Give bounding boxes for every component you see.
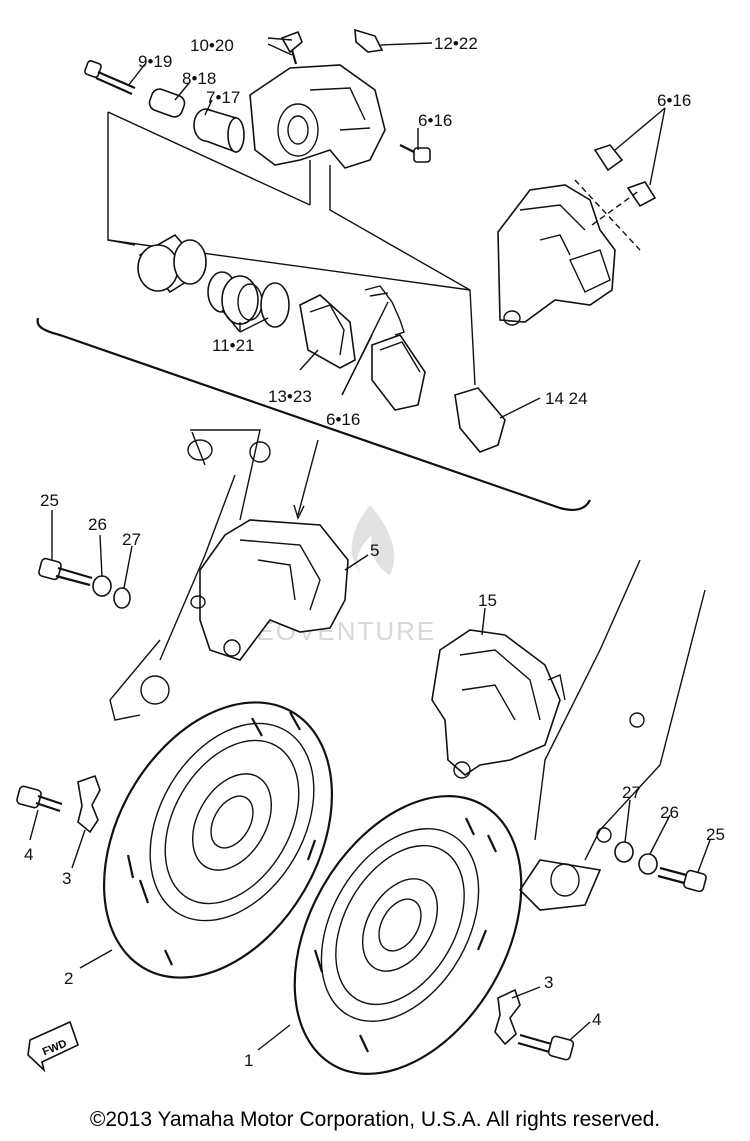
label-27-left: 27 (122, 530, 141, 549)
label-5: 5 (370, 541, 379, 560)
piston-icon (137, 233, 207, 294)
label-8-18: 8•18 (182, 69, 216, 88)
brake-disc-1-icon (293, 795, 523, 1075)
upper-caliper-group (84, 28, 657, 453)
label-26-left: 26 (88, 515, 107, 534)
caliper-assembly-15-icon (431, 629, 566, 779)
collar-8-icon (148, 88, 186, 118)
caliper-side-view-icon (497, 184, 616, 326)
pin-6-upper-right-icon (593, 144, 657, 208)
fork-tube-left-icon (109, 429, 271, 721)
washer-26-left-icon (92, 575, 112, 597)
lock-plate-3-right-icon (494, 988, 521, 1046)
label-9-19: 9•19 (138, 52, 172, 71)
group-bracket-line (36, 317, 591, 511)
bolt-4-left-icon (16, 785, 63, 813)
bolt-25-left-icon (38, 557, 93, 587)
label-14-24: 14 24 (545, 389, 588, 408)
seal-11-icon (207, 271, 290, 328)
label-2: 2 (64, 969, 73, 988)
fwd-arrow-icon: FWD (27, 1020, 79, 1073)
label-27-right: 27 (622, 783, 641, 802)
label-6-16-lower: 6•16 (326, 410, 360, 429)
pad-spring-icon (364, 285, 405, 336)
caliper-body-upper-icon (249, 64, 386, 169)
label-7-17: 7•17 (206, 88, 240, 107)
label-11-21: 11•21 (212, 336, 255, 355)
washer-27-right-icon (614, 841, 634, 863)
cover-14-icon (454, 387, 506, 453)
label-15: 15 (478, 591, 497, 610)
caliper-assembly-5-icon (190, 439, 349, 661)
label-3-left: 3 (62, 869, 71, 888)
label-10-20: 10•20 (190, 36, 234, 55)
bleed-screw-10-icon (280, 30, 303, 65)
boot-7-icon (193, 108, 245, 154)
bolt-25-right-icon (657, 866, 707, 893)
label-6-16-upper-right: 6•16 (657, 91, 691, 110)
label-3-right: 3 (544, 973, 553, 992)
shim-13-icon (299, 294, 356, 369)
lock-plate-3-left-icon (77, 774, 101, 834)
label-13-23: 13•23 (268, 387, 312, 406)
label-4-right: 4 (592, 1010, 601, 1029)
label-12-22: 12•22 (434, 34, 478, 53)
brake-disc-2-icon (102, 701, 334, 979)
bolt-9-icon (84, 60, 136, 96)
fitting-12-icon (354, 28, 384, 53)
fork-tube-right-icon (518, 559, 706, 911)
label-25-left: 25 (40, 491, 59, 510)
part-labels: 10•20 12•22 9•19 8•18 7•17 6•16 6•16 11•… (24, 34, 725, 1070)
label-4-left: 4 (24, 845, 33, 864)
copyright-notice: ©2013 Yamaha Motor Corporation, U.S.A. A… (89, 1108, 661, 1131)
label-25-right: 25 (706, 825, 725, 844)
bolt-4-right-icon (517, 1033, 575, 1061)
leader-lines (29, 37, 711, 1051)
bolt-6-upper-icon (399, 144, 431, 163)
washer-26-right-icon (638, 853, 658, 875)
label-26-right: 26 (660, 803, 679, 822)
label-6-16-upper: 6•16 (418, 111, 452, 130)
label-1: 1 (244, 1051, 253, 1070)
washer-27-left-icon (113, 587, 131, 609)
brake-pad-icon (371, 334, 426, 411)
